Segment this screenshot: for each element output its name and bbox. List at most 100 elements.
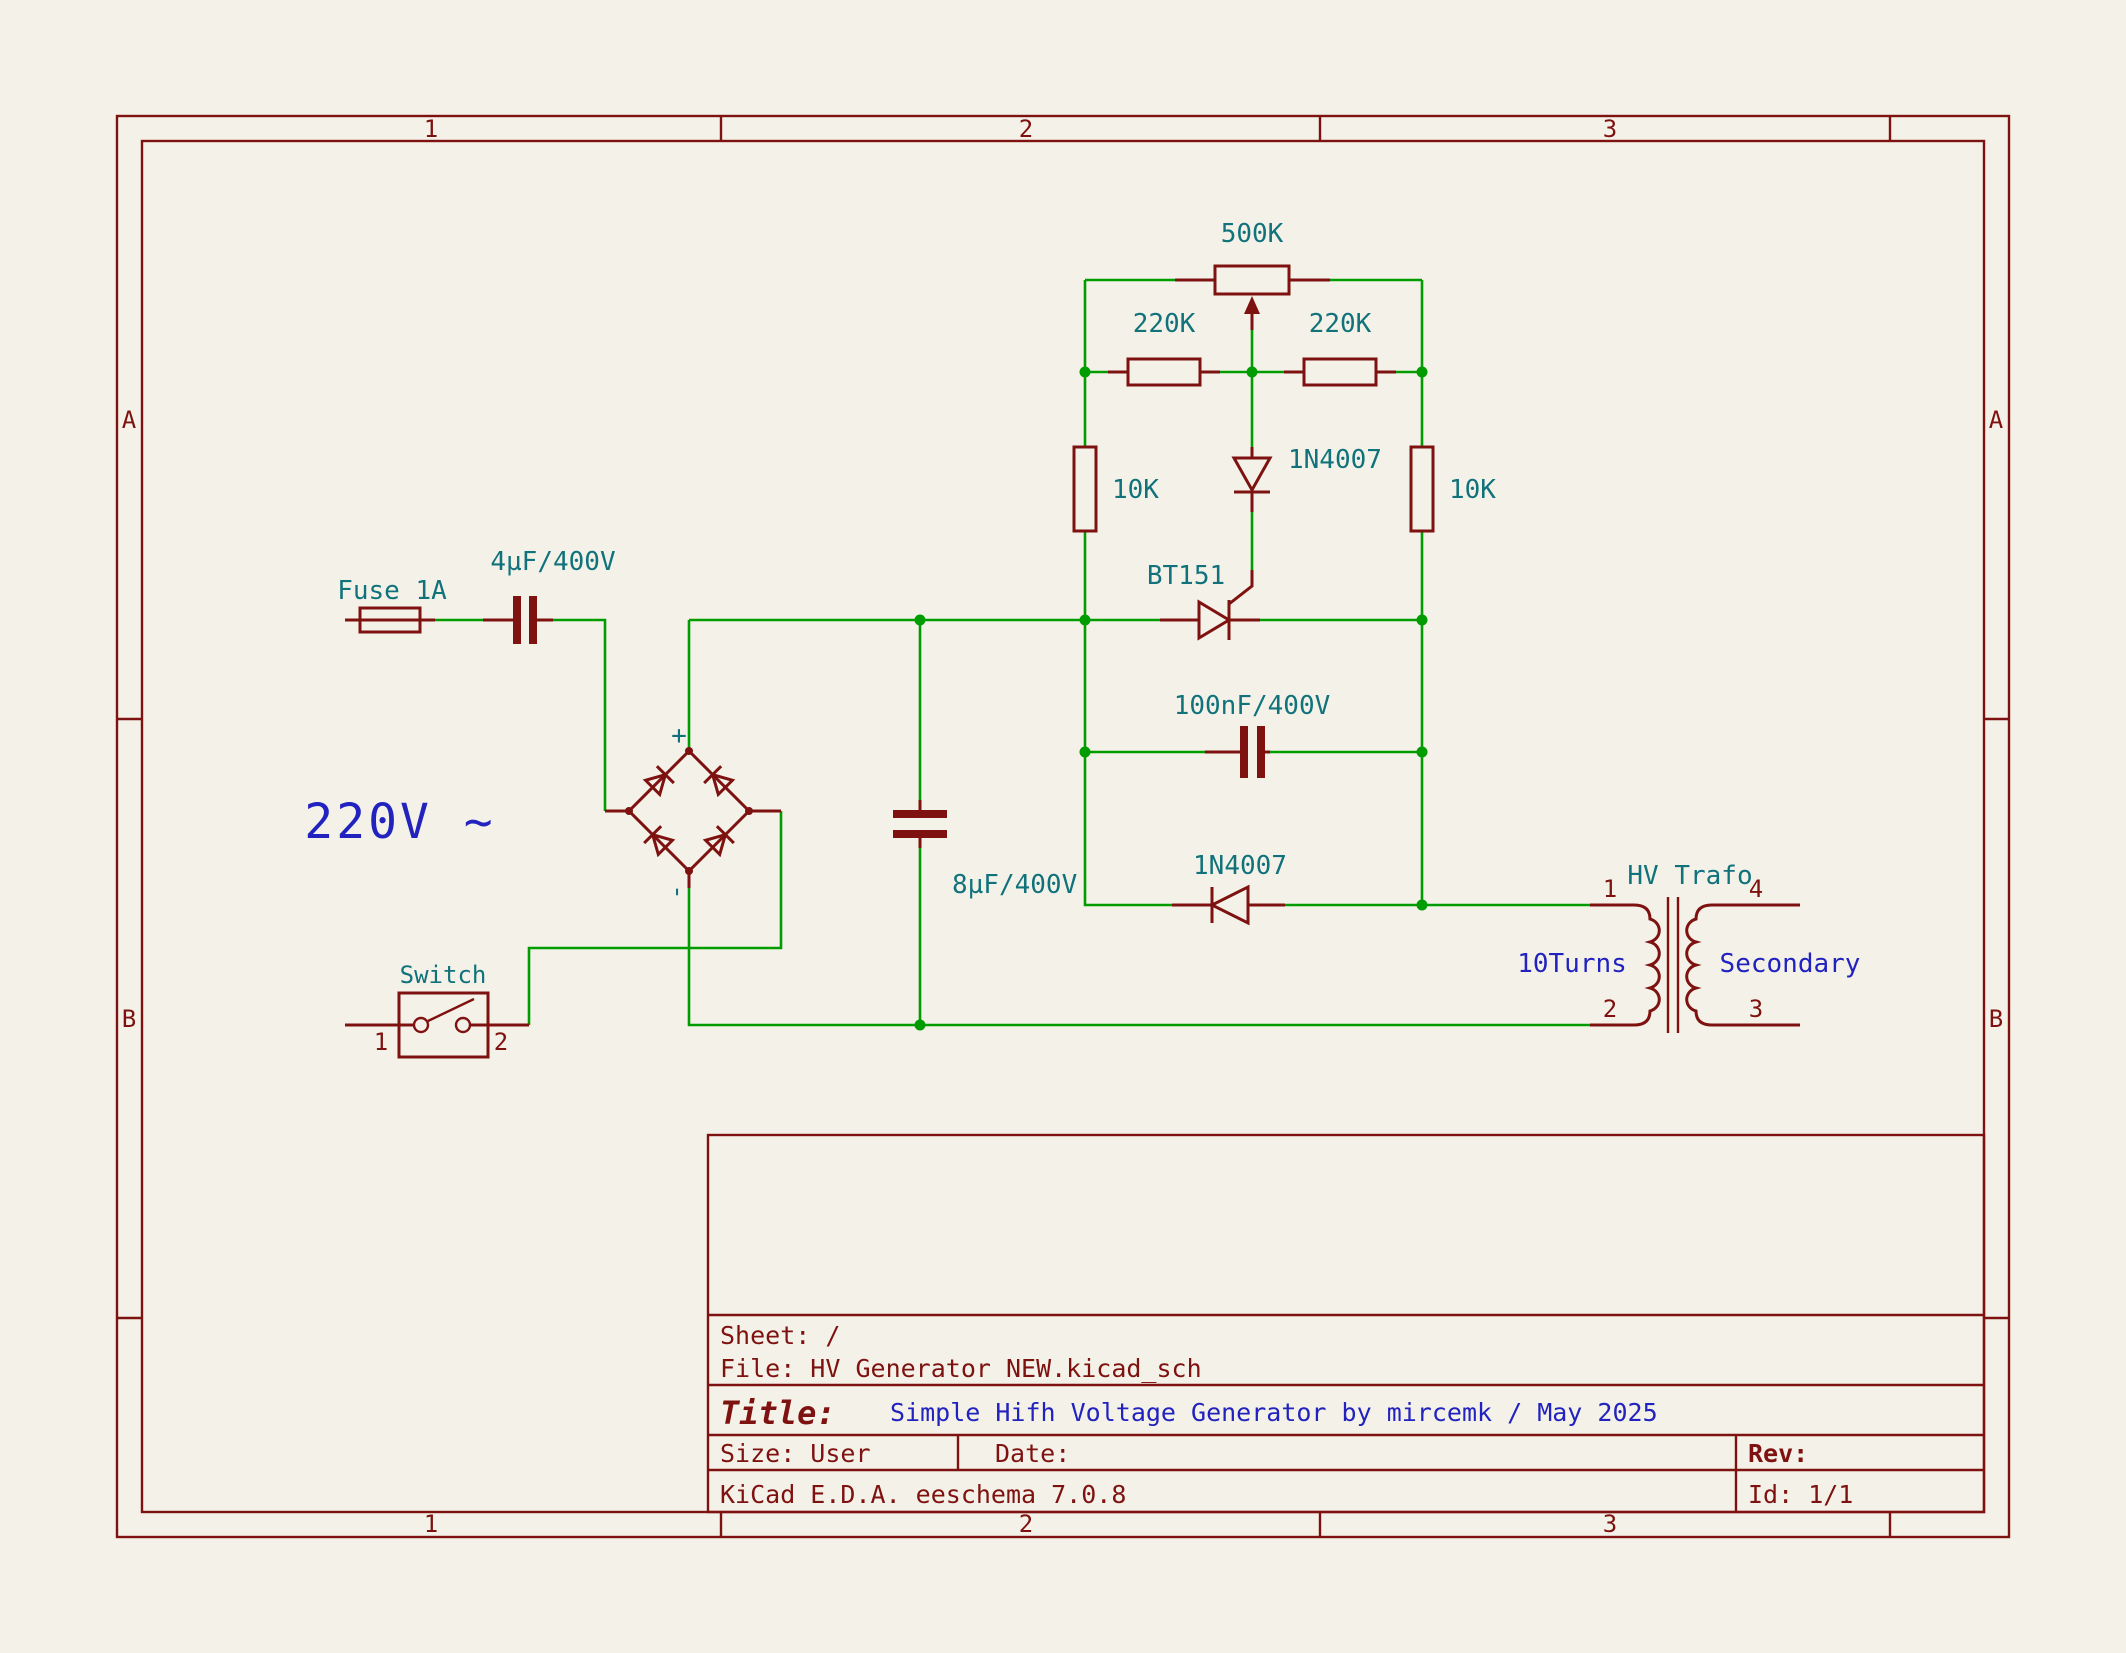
junction-dot (914, 1019, 926, 1031)
resistor-10k-left[interactable]: 10K (1072, 445, 1159, 533)
title-block-rev: Rev: (1748, 1439, 1808, 1468)
mains-voltage-label[interactable]: 220V ~ (304, 794, 495, 850)
resistor-220k-right[interactable]: 220K (1284, 309, 1396, 387)
resistor-10k-right[interactable]: 10K (1409, 445, 1496, 533)
bridge-diode-bl (643, 825, 676, 858)
filter-capacitor-plate (893, 810, 947, 818)
resistor-body[interactable] (1126, 357, 1202, 387)
resistor-body[interactable] (1302, 357, 1378, 387)
title-block-tool: KiCad E.D.A. eeschema 7.0.8 (720, 1480, 1126, 1509)
frame-row-label-B-left: B (122, 1005, 136, 1033)
resistor-value-label[interactable]: 10K (1449, 475, 1496, 505)
filter-capacitor-symbol[interactable]: 8µF/400V (893, 800, 1077, 900)
frame-col-label-2-bottom: 2 (1019, 1510, 1033, 1538)
title-block-sheet: Sheet: / (720, 1321, 840, 1350)
bridge-pin-leads (605, 748, 781, 888)
wire-left-branch[interactable] (1083, 280, 1172, 907)
switch-symbol[interactable]: Switch 1 2 (345, 961, 529, 1059)
diode-value-label[interactable]: 1N4007 (1193, 851, 1287, 881)
input-capacitor-plate (513, 596, 521, 644)
frame-zone-ticks (117, 116, 2009, 1537)
switch-body[interactable] (397, 991, 490, 1059)
resistor-value-label[interactable]: 10K (1112, 475, 1159, 505)
input-capacitor-plate (529, 596, 537, 644)
resistor-body[interactable] (1409, 445, 1435, 533)
scr-symbol[interactable]: BT151 (1147, 561, 1260, 641)
filter-capacitor-plate (893, 830, 947, 838)
title-block-size: Size: User (720, 1439, 871, 1468)
frame-col-label-1-bottom: 1 (424, 1510, 438, 1538)
potentiometer-wiper-arrow (1244, 296, 1260, 314)
diode-triangle[interactable] (1208, 884, 1250, 926)
switch-contact (412, 1016, 430, 1034)
frame-col-label-3-bottom: 3 (1603, 1510, 1617, 1538)
bridge-pin-dot (685, 867, 693, 875)
fuse-value-label[interactable]: Fuse 1A (337, 576, 447, 606)
bridge-diode-br (702, 825, 735, 858)
diode-output-symbol[interactable]: 1N4007 (1172, 851, 1287, 926)
bridge-pin-dot (625, 807, 633, 815)
wire-cap-to-bridge-ac1[interactable] (553, 618, 607, 811)
title-block-file: File: HV Generator NEW.kicad_sch (720, 1354, 1202, 1383)
bridge-diamond[interactable] (626, 748, 752, 874)
junction-dot (1416, 366, 1428, 378)
resistor-body[interactable] (1072, 445, 1098, 533)
junction-dot (1416, 746, 1428, 758)
junction-dot (914, 614, 926, 626)
resistor-220k-left[interactable]: 220K (1108, 309, 1220, 387)
wire-switch-bypass[interactable] (527, 811, 783, 1025)
transformer-pin3-number: 3 (1749, 995, 1763, 1023)
transformer-secondary-winding[interactable] (1685, 903, 1800, 1027)
frame-outer-border (115, 114, 2011, 1539)
frame-row-label-B-right: B (1989, 1005, 2003, 1033)
switch-lever (427, 997, 475, 1023)
transformer-pin2-number: 2 (1603, 995, 1617, 1023)
transformer-secondary-label[interactable]: Secondary (1720, 949, 1861, 979)
input-capacitor-symbol[interactable]: 4µF/400V (483, 547, 616, 644)
switch-pin1-number: 1 (374, 1028, 388, 1056)
snubber-capacitor-symbol[interactable]: 100nF/400V (1174, 691, 1331, 778)
fuse-symbol[interactable]: Fuse 1A (337, 576, 447, 634)
resistor-value-label[interactable]: 220K (1309, 309, 1372, 339)
snubber-capacitor-value-label[interactable]: 100nF/400V (1174, 691, 1331, 721)
scr-gate-lead (1228, 570, 1254, 606)
bridge-rectifier-symbol[interactable]: + - (605, 721, 781, 900)
potentiometer-value-label[interactable]: 500K (1221, 219, 1284, 249)
scr-value-label[interactable]: BT151 (1147, 561, 1225, 591)
transformer-primary-label[interactable]: 10Turns (1517, 949, 1627, 979)
snubber-capacitor-plate (1257, 726, 1265, 778)
scr-triangle[interactable] (1197, 599, 1232, 641)
junction-dot (1246, 366, 1258, 378)
diode-triangle[interactable] (1231, 456, 1273, 494)
bridge-pin-dot (685, 747, 693, 755)
resistor-value-label[interactable]: 220K (1133, 309, 1196, 339)
bridge-diode-tl (642, 765, 675, 798)
snubber-capacitor-plate (1240, 726, 1248, 778)
switch-pin2-number: 2 (494, 1028, 508, 1056)
title-block-id: Id: 1/1 (1748, 1480, 1853, 1509)
potentiometer-symbol[interactable]: 500K (1175, 219, 1330, 330)
title-block-lines (708, 1313, 1984, 1512)
switch-contact (454, 1016, 472, 1034)
junction-dot (1079, 746, 1091, 758)
wires[interactable] (435, 278, 1590, 1027)
input-capacitor-value-label[interactable]: 4µF/400V (490, 547, 615, 577)
frame-col-label-3-top: 3 (1603, 115, 1617, 143)
transformer-primary-winding[interactable] (1590, 903, 1661, 1027)
transformer-pin1-number: 1 (1603, 875, 1617, 903)
junction-dot (1079, 366, 1091, 378)
switch-label[interactable]: Switch (400, 961, 487, 989)
diode-gate-symbol[interactable]: 1N4007 (1231, 445, 1382, 512)
bridge-pin-dot (745, 807, 753, 815)
fuse-body[interactable] (358, 606, 422, 634)
frame-col-label-1-top: 1 (424, 115, 438, 143)
potentiometer-body[interactable] (1213, 264, 1291, 296)
diode-value-label[interactable]: 1N4007 (1288, 445, 1382, 475)
transformer-name-label[interactable]: HV Trafo (1627, 861, 1752, 891)
wire-bottom-rail[interactable] (687, 888, 1590, 1027)
filter-capacitor-value-label[interactable]: 8µF/400V (952, 870, 1077, 900)
junction-dot (1416, 614, 1428, 626)
transformer-symbol[interactable]: HV Trafo 10Turns Secondary 1 2 4 3 (1517, 861, 1860, 1033)
